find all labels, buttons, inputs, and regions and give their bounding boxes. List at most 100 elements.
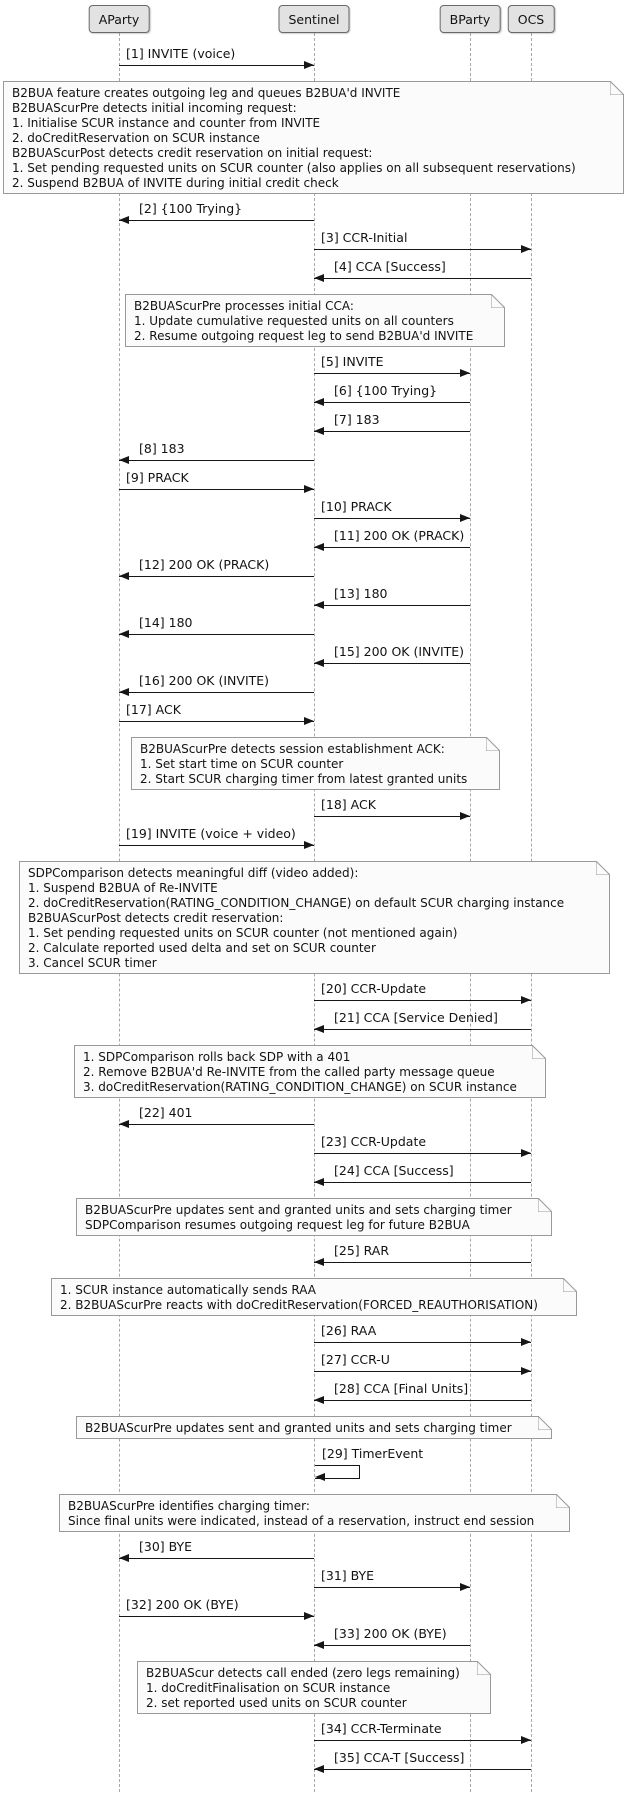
message-arrow-24	[314, 1182, 531, 1183]
note-line: 2. Suspend B2BUA of INVITE during initia…	[12, 176, 339, 190]
note-line: B2BUAScurPre identifies charging timer:	[68, 1499, 310, 1513]
message-arrow-26	[314, 1342, 531, 1343]
note-fold-corner-icon	[596, 861, 610, 875]
arrowhead-icon	[314, 543, 324, 551]
message-arrow-23	[314, 1153, 531, 1154]
message-label-10: [10] PRACK	[321, 499, 392, 514]
message-arrow-11	[314, 547, 470, 548]
note-line: 2. B2BUAScurPre reacts with doCreditRese…	[60, 1298, 538, 1312]
message-arrow-4	[314, 278, 531, 279]
arrowhead-icon	[521, 996, 531, 1004]
arrowhead-icon	[119, 1554, 129, 1562]
message-label-7: [7] 183	[334, 412, 380, 427]
note-line: 1. doCreditFinalisation on SCUR instance	[146, 1681, 391, 1695]
message-arrow-30	[119, 1558, 314, 1559]
note-line: Since final units were indicated, instea…	[68, 1514, 535, 1528]
message-label-17: [17] ACK	[126, 702, 181, 717]
charging-timer-note: B2BUAScurPre identifies charging timer:S…	[59, 1494, 570, 1532]
message-label-29: [29] TimerEvent	[322, 1446, 424, 1461]
message-arrow-5	[314, 373, 470, 374]
participant-BParty: BParty	[439, 5, 501, 33]
update-units-resume-note: B2BUAScurPre updates sent and granted un…	[76, 1198, 552, 1236]
note-line: B2BUAScur detects call ended (zero legs …	[146, 1666, 460, 1680]
arrowhead-icon	[521, 245, 531, 253]
message-label-4: [4] CCA [Success]	[334, 259, 446, 274]
message-label-3: [3] CCR-Initial	[321, 230, 408, 245]
message-label-11: [11] 200 OK (PRACK)	[334, 528, 465, 543]
message-label-16: [16] 200 OK (INVITE)	[139, 673, 270, 688]
note-fold-corner-icon	[538, 1198, 552, 1212]
arrowhead-icon	[314, 659, 324, 667]
note-fold-corner-icon	[486, 737, 500, 751]
arrowhead-icon	[315, 1472, 325, 1481]
message-arrow-16	[119, 692, 314, 693]
message-label-9: [9] PRACK	[126, 470, 189, 485]
message-label-5: [5] INVITE	[321, 354, 384, 369]
message-label-28: [28] CCA [Final Units]	[334, 1381, 469, 1396]
message-label-19: [19] INVITE (voice + video)	[126, 826, 296, 841]
arrowhead-icon	[521, 1367, 531, 1375]
note-fold-corner-icon	[477, 1661, 491, 1675]
note-line: B2BUAScurPost detects credit reservation…	[12, 146, 373, 160]
participant-label: OCS	[517, 11, 545, 27]
note-line: 1. Set pending requested units on SCUR c…	[28, 926, 458, 940]
update-units-note: B2BUAScurPre updates sent and granted un…	[76, 1416, 552, 1439]
message-label-33: [33] 200 OK (BYE)	[334, 1626, 447, 1641]
note-line: 1. Set pending requested units on SCUR c…	[12, 161, 576, 175]
message-arrow-14	[119, 634, 314, 635]
arrowhead-icon	[119, 1120, 129, 1128]
arrowhead-icon	[304, 61, 314, 69]
message-label-18: [18] ACK	[321, 797, 376, 812]
message-label-2: [2] {100 Trying}	[139, 201, 243, 216]
message-arrow-13	[314, 605, 470, 606]
message-label-15: [15] 200 OK (INVITE)	[334, 644, 465, 659]
message-label-30: [30] BYE	[139, 1539, 193, 1554]
note-line: 1. Initialise SCUR instance and counter …	[12, 116, 321, 130]
arrowhead-icon	[119, 456, 129, 464]
participant-label: BParty	[449, 11, 491, 27]
note-line: B2BUAScurPre detects initial incoming re…	[12, 101, 297, 115]
note-line: 1. SCUR instance automatically sends RAA	[60, 1283, 316, 1297]
message-arrow-7	[314, 431, 470, 432]
note-fold-corner-icon	[538, 1416, 552, 1430]
arrowhead-icon	[304, 1612, 314, 1620]
arrowhead-icon	[314, 601, 324, 609]
arrowhead-icon	[119, 688, 129, 696]
message-arrow-8	[119, 460, 314, 461]
note-line: B2BUAScurPre updates sent and granted un…	[85, 1421, 512, 1435]
note-line: B2BUAScurPre processes initial CCA:	[134, 299, 354, 313]
call-ended-note: B2BUAScur detects call ended (zero legs …	[137, 1661, 491, 1714]
arrowhead-icon	[460, 369, 470, 377]
message-label-26: [26] RAA	[321, 1323, 377, 1338]
note-fold-corner-icon	[491, 294, 505, 308]
note-line: 1. Update cumulative requested units on …	[134, 314, 454, 328]
note-line: 1. Set start time on SCUR counter	[140, 757, 344, 771]
message-arrow-27	[314, 1371, 531, 1372]
arrowhead-icon	[119, 630, 129, 638]
participant-label: AParty	[98, 11, 140, 27]
note-line: B2BUA feature creates outgoing leg and q…	[12, 86, 401, 100]
message-arrow-35	[314, 1769, 531, 1770]
b2bua-initial-request-note: B2BUA feature creates outgoing leg and q…	[3, 81, 624, 194]
message-arrow-3	[314, 249, 531, 250]
participant-AParty: AParty	[88, 5, 150, 33]
message-label-20: [20] CCR-Update	[321, 981, 427, 996]
arrowhead-icon	[304, 485, 314, 493]
participant-OCS: OCS	[507, 5, 555, 33]
note-line: B2BUAScurPre updates sent and granted un…	[85, 1203, 512, 1217]
arrowhead-icon	[521, 1149, 531, 1157]
arrowhead-icon	[460, 514, 470, 522]
session-establishment-ack-note: B2BUAScurPre detects session establishme…	[131, 737, 500, 790]
note-line: 2. set reported used units on SCUR count…	[146, 1696, 407, 1710]
message-label-23: [23] CCR-Update	[321, 1134, 427, 1149]
arrowhead-icon	[314, 1396, 324, 1404]
sdp-comparison-diff-note: SDPComparison detects meaningful diff (v…	[19, 861, 610, 974]
message-arrow-33	[314, 1645, 470, 1646]
note-fold-corner-icon	[532, 1045, 546, 1059]
arrowhead-icon	[460, 1583, 470, 1591]
arrowhead-icon	[119, 216, 129, 224]
arrowhead-icon	[314, 1765, 324, 1773]
note-line: 2. Remove B2BUA'd Re-INVITE from the cal…	[83, 1065, 495, 1079]
arrowhead-icon	[314, 1025, 324, 1033]
message-arrow-22	[119, 1124, 314, 1125]
